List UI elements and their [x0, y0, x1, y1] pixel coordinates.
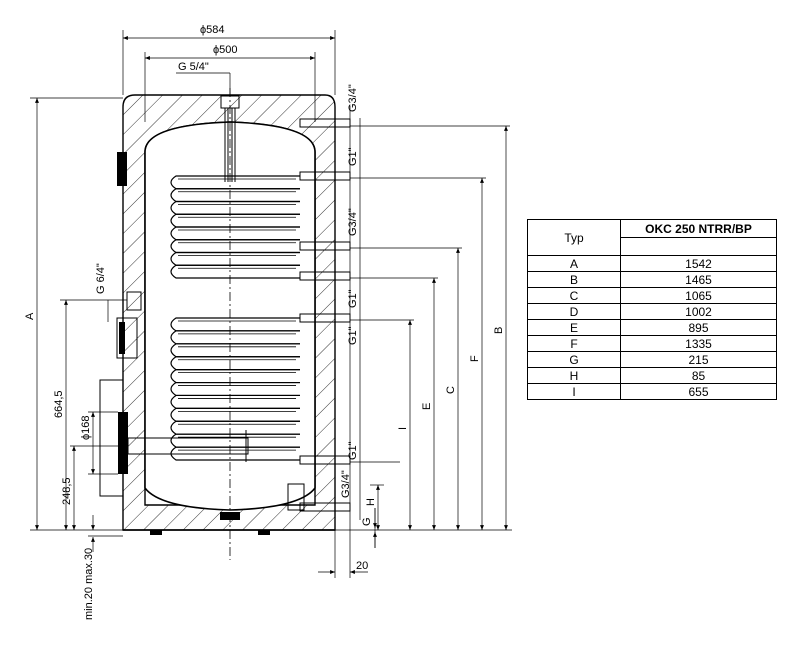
top-dimensions: ϕ584 ϕ500 G 5/4": [122, 24, 336, 122]
conn-g34-mid: G3/4": [347, 208, 359, 236]
dim-248: 248,5: [61, 477, 73, 505]
table-cell-value: 1465: [620, 271, 777, 288]
conn-g1-c: G1": [347, 326, 359, 345]
table-cell-value: 215: [620, 351, 777, 368]
dim-664: 664,5: [53, 390, 65, 418]
table-cell-value: 85: [620, 367, 777, 384]
dim-b: B: [493, 327, 505, 334]
dim-g: G: [361, 517, 373, 526]
table-cell-value: 655: [620, 383, 777, 400]
dim-d168: ϕ168: [80, 415, 92, 440]
table-cell-typ: C: [527, 287, 621, 304]
dim-inner-diameter: ϕ500: [213, 44, 238, 56]
dim-a: A: [24, 312, 36, 320]
table-cell-typ: G: [527, 351, 621, 368]
coil-turn: [170, 264, 300, 279]
dim-h: H: [365, 498, 377, 506]
top-port: [220, 95, 240, 182]
dim-bottom-20: 20: [356, 560, 368, 572]
table-cell-value: 1335: [620, 335, 777, 352]
conn-g34-bottom: G3/4": [340, 470, 352, 498]
conn-g1-a: G1": [347, 147, 359, 166]
table-cell-typ: D: [527, 303, 621, 320]
table-header-model: OKC 250 NTRR/BP: [620, 219, 777, 238]
right-connection-labels: G3/4" G1" G3/4" G1" G1" G1" G3/4": [340, 84, 361, 520]
table-header-blank: [620, 237, 777, 256]
table-cell-typ: A: [527, 255, 621, 272]
dim-i: I: [397, 427, 409, 430]
conn-g34-top: G3/4": [347, 84, 359, 112]
dim-outer-diameter: ϕ584: [200, 24, 225, 36]
table-cell-value: 1002: [620, 303, 777, 320]
tank-body: [122, 88, 336, 560]
dim-f: F: [469, 355, 481, 362]
conn-g1-d: G1": [347, 441, 359, 460]
upper-coil: [170, 175, 300, 279]
lower-coil: [170, 317, 300, 461]
table-cell-value: 1065: [620, 287, 777, 304]
dim-feet: min.20 max.30: [83, 548, 95, 620]
left-dimensions: A 664,5 A G 6/4" 248,5 ϕ168 min.20 max.3…: [24, 97, 128, 620]
dim-top-connection: G 5/4": [178, 61, 209, 73]
table-header-typ: Typ: [527, 219, 621, 256]
table-cell-typ: E: [527, 319, 621, 336]
dim-e: E: [421, 403, 433, 410]
left-fittings: [99, 152, 249, 497]
table-cell-value: 895: [620, 319, 777, 336]
table-cell-typ: H: [527, 367, 621, 384]
table-cell-typ: B: [527, 271, 621, 288]
bottom-dimension: 20: [318, 520, 368, 578]
table-cell-value: 1542: [620, 255, 777, 272]
right-dimensions: B F C E I H G: [335, 125, 512, 548]
table-cell-typ: I: [527, 383, 621, 400]
table-cell-typ: F: [527, 335, 621, 352]
conn-g1-b: G1": [347, 289, 359, 308]
dim-c: C: [445, 386, 457, 394]
conn-g64-label: G 6/4": [95, 263, 107, 294]
